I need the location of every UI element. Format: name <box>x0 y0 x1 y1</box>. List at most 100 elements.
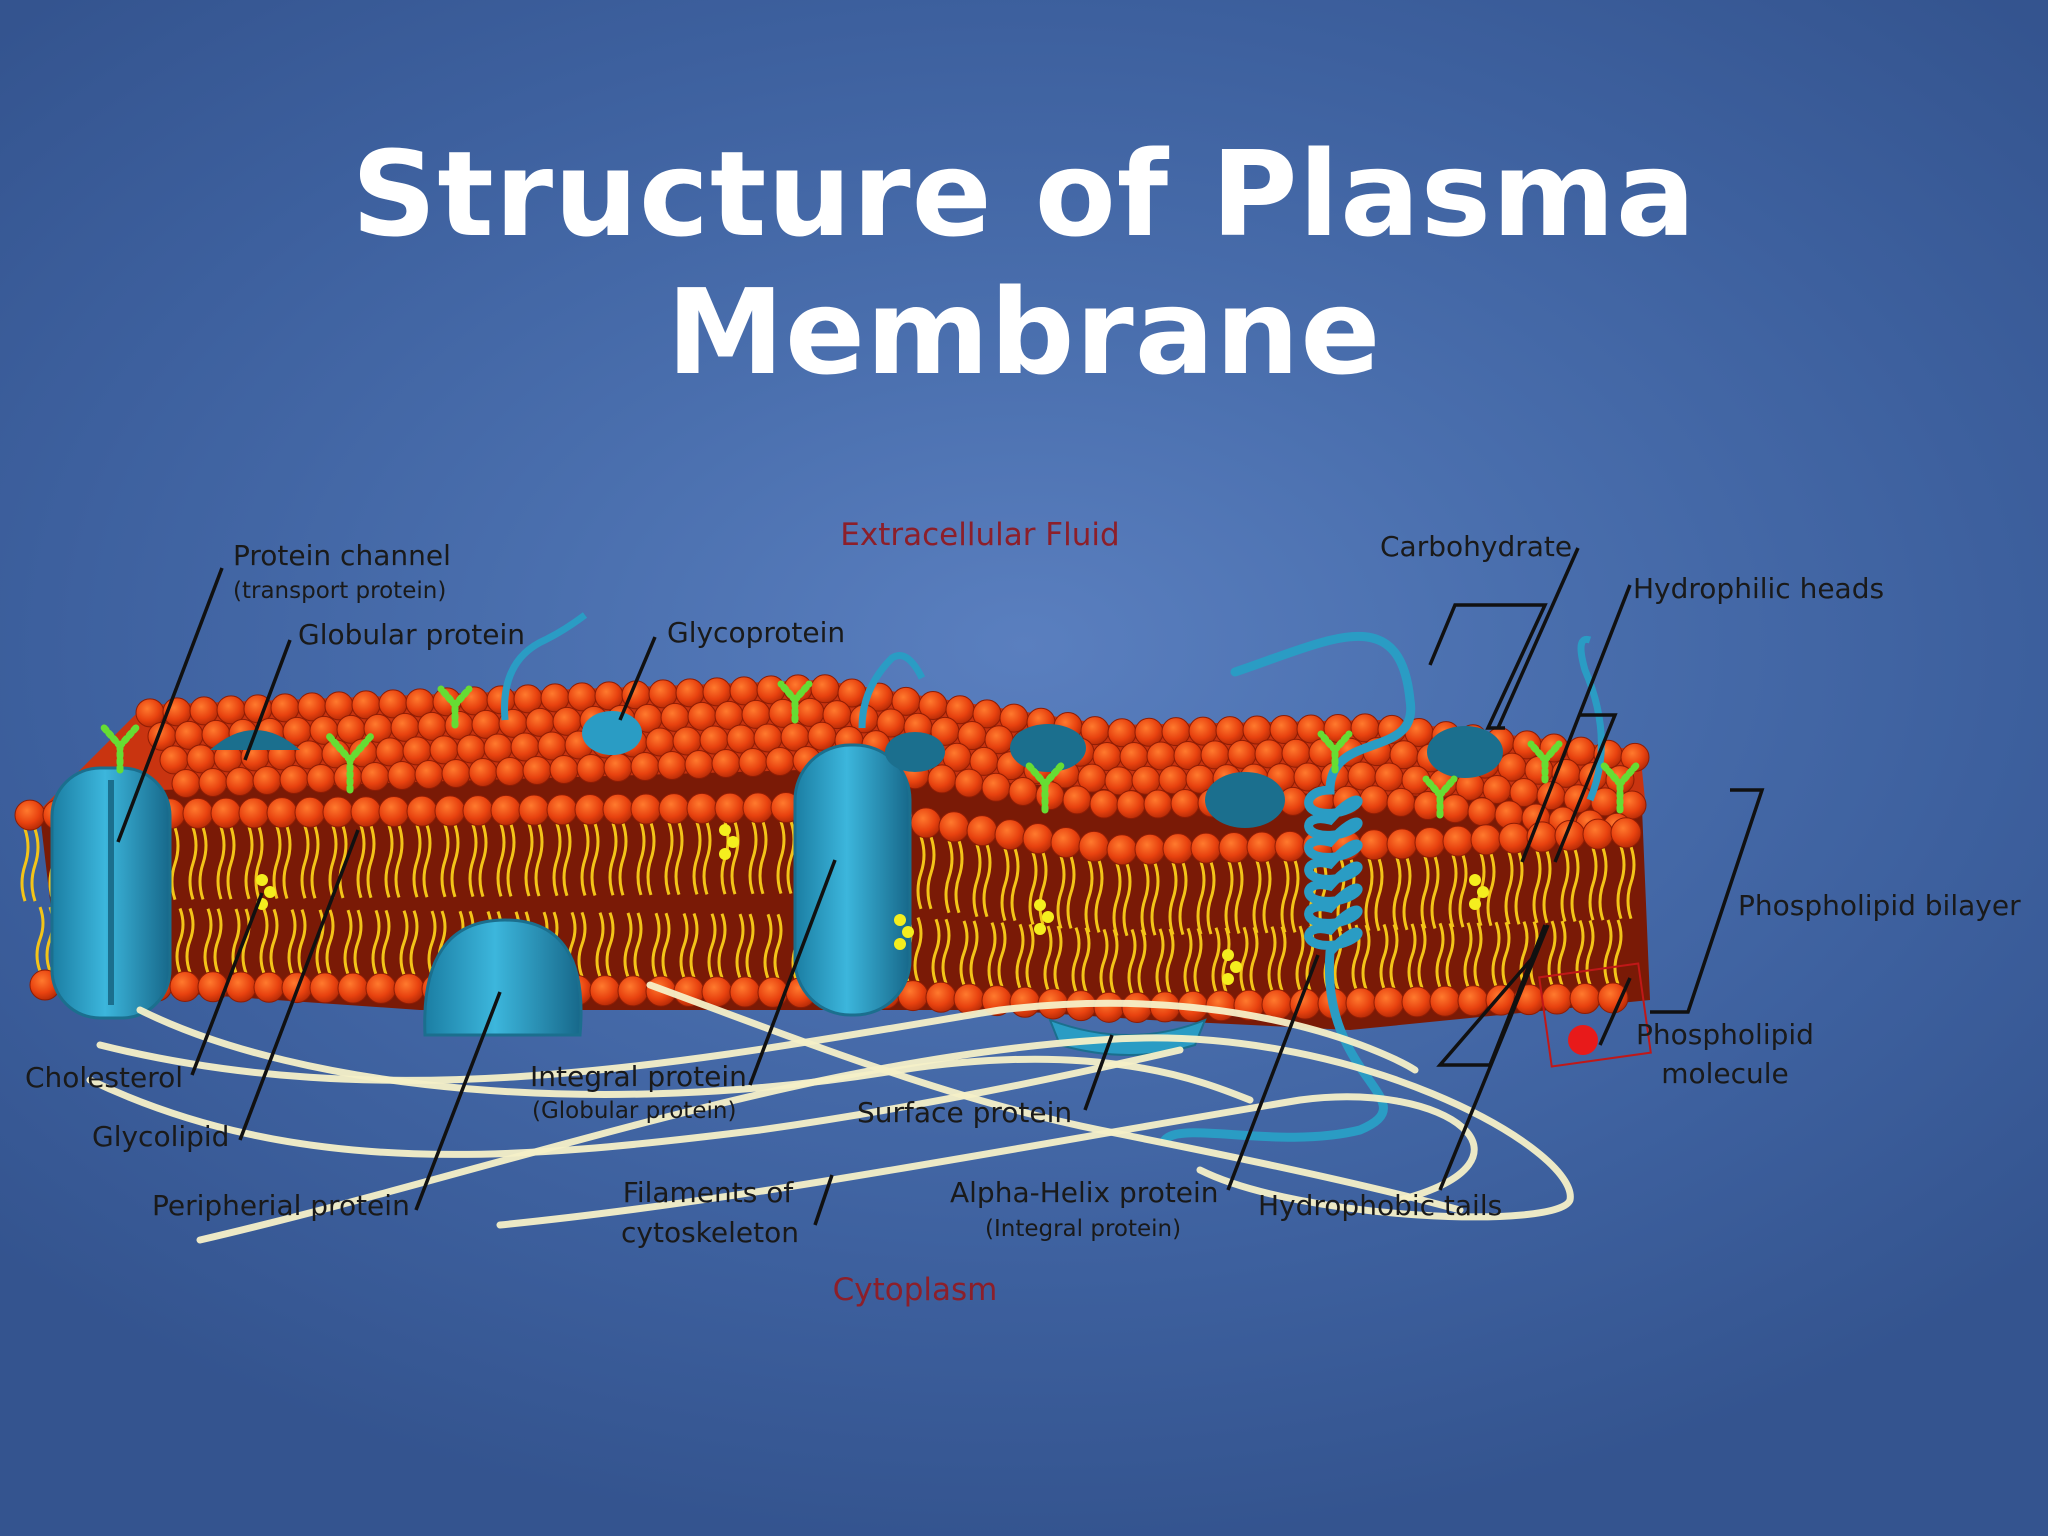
hydrophobic-tail <box>468 824 478 898</box>
phospholipid-head <box>337 972 369 1004</box>
phospholipid-head <box>1470 824 1502 856</box>
leader-filaments <box>813 1174 834 1226</box>
hydrophobic-tail <box>1277 926 1287 992</box>
hydrophobic-tail <box>1407 923 1417 989</box>
phospholipid-head <box>14 799 46 831</box>
hydrophobic-tail <box>381 909 391 975</box>
phospholipid-molecule-head <box>1568 1025 1598 1055</box>
hydrophobic-tail <box>646 822 656 896</box>
label-protein-channel-sub: (transport protein) <box>233 578 446 604</box>
hydrophobic-tail <box>692 821 702 895</box>
leader-glycolipid <box>238 829 360 1141</box>
label-integral-protein: Integral protein <box>530 1060 747 1093</box>
cholesterol-molecule <box>1469 898 1481 910</box>
phospholipid-head <box>522 755 552 785</box>
cytoskeleton-filament <box>496 1093 1478 1229</box>
phospholipid-head <box>576 753 606 783</box>
hydrophobic-tail <box>916 836 926 910</box>
hydrophobic-tail <box>440 824 450 898</box>
integral-protein <box>793 743 912 1017</box>
hydrophobic-tail <box>1603 919 1613 985</box>
hydrophobic-tail <box>664 822 674 896</box>
cytoplasm-label: Cytoplasm <box>833 1272 998 1308</box>
phospholipid-head <box>1373 986 1405 1018</box>
phospholipid-head <box>810 674 840 704</box>
phospholipid-head <box>350 796 382 828</box>
hydrophilic-heads-layer <box>14 674 1650 1023</box>
cholesterol-molecule <box>1034 923 1046 935</box>
hydrophobic-tail <box>1585 919 1595 986</box>
leader-alpha-helix <box>1226 954 1320 1191</box>
hydrophobic-tail <box>595 912 605 978</box>
phospholipid-head <box>1035 781 1065 811</box>
phospholipid-head <box>910 807 942 839</box>
hydrophobic-tail <box>1501 921 1511 987</box>
hydrophobic-tail <box>735 913 745 979</box>
hydrophobic-tail <box>1430 856 1440 929</box>
hydrophobic-tail <box>1165 928 1175 994</box>
hydrophobic-tail <box>412 824 422 898</box>
hydrophobic-tail <box>1028 852 1038 925</box>
hydrophobic-tail <box>1249 926 1259 992</box>
hydrophobic-tail <box>1542 850 1552 924</box>
hydrophobic-tail <box>1025 923 1035 989</box>
carbohydrate-tree <box>99 723 141 774</box>
hydrophobic-tail <box>661 912 671 978</box>
hydrophobic-tail <box>590 823 600 896</box>
phospholipid-head <box>714 792 746 824</box>
leader-phospholipid-molecule <box>1598 977 1632 1046</box>
hydrophobic-tail <box>959 920 969 986</box>
hydrophobic-tail <box>1094 859 1104 933</box>
phospholipid-head <box>925 981 957 1013</box>
hydrophobic-tail <box>730 821 740 895</box>
hydrophobic-tail <box>1389 923 1399 989</box>
leader-hydrophobic-tails-2 <box>1436 924 1547 1067</box>
leader-carbohydrate-bracket <box>1428 603 1548 730</box>
hydrophobic-tail <box>608 822 618 896</box>
hydrophobic-tail <box>1252 860 1262 934</box>
phospholipid-head <box>1078 830 1110 862</box>
hydrophobic-tail <box>1458 854 1468 928</box>
hydrophobic-tail <box>1178 862 1188 936</box>
hydrophobic-tail <box>422 824 432 898</box>
phospholipid-head <box>169 970 201 1002</box>
phospholipid-head <box>294 796 326 828</box>
hydrophobic-tail <box>371 909 381 975</box>
hydrophobic-tail <box>969 920 979 986</box>
phospholipid-head <box>994 819 1026 851</box>
phospholipid-head <box>434 795 466 827</box>
hydrophobic-tail <box>1364 858 1374 932</box>
phospholipid-head <box>1062 785 1092 815</box>
phospholipid-head <box>360 761 390 791</box>
globular-protein-surface <box>885 732 945 772</box>
hydrophobic-tail <box>1015 923 1025 989</box>
cholesterol-molecule <box>727 836 739 848</box>
phospholipid-head <box>1358 829 1390 861</box>
hydrophobic-tail <box>1168 862 1178 936</box>
hydrophobic-tail <box>1239 926 1249 992</box>
hydrophobic-tail <box>1570 849 1580 922</box>
hydrophobic-tail <box>20 828 30 902</box>
hydrophobic-tail <box>1613 919 1623 985</box>
hydrophobic-tail <box>272 826 282 900</box>
globular-protein-carbohydrate-base <box>1427 726 1503 778</box>
phospholipid-head <box>954 768 984 798</box>
cholesterol-molecule <box>1042 911 1054 923</box>
leader-phospholipid-bilayer <box>1650 788 1765 1014</box>
cholesterol-molecule <box>1034 899 1046 911</box>
hydrophobic-tail <box>35 906 45 972</box>
label-phospholipid-molecule-1: Phospholipid <box>1636 1018 1814 1051</box>
hydrophobic-tail <box>394 824 404 898</box>
hydrophobic-tail <box>913 917 923 983</box>
hydrophobic-tail <box>1290 859 1300 933</box>
cholesterol-molecule <box>719 824 731 836</box>
phospholipid-head <box>1134 833 1166 865</box>
hydrophobic-tail <box>1066 855 1076 929</box>
carbohydrate-chain <box>1577 635 1605 802</box>
phospholipid-head <box>966 815 998 847</box>
leader-cholesterol <box>190 892 264 1076</box>
phospholipid-head <box>414 759 444 789</box>
hydrophobic-tail <box>689 912 699 979</box>
hydrophobic-tail <box>297 909 307 975</box>
hydrophobic-tail <box>1361 924 1371 990</box>
